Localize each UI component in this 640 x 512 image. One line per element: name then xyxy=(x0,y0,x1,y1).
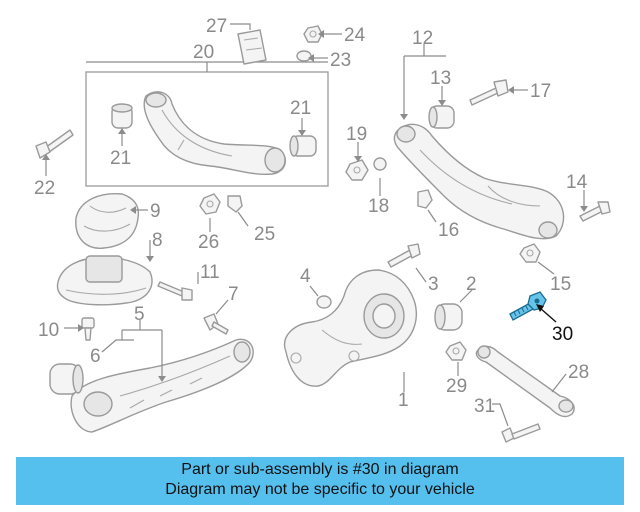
washer-4[interactable] xyxy=(316,295,332,309)
callout-12: 12 xyxy=(412,28,433,49)
bolt-31[interactable] xyxy=(501,423,541,443)
nut-26[interactable] xyxy=(199,193,221,215)
link-28[interactable] xyxy=(475,345,575,418)
nut-16[interactable] xyxy=(417,189,433,209)
callout-2: 2 xyxy=(466,274,477,295)
callout-22: 22 xyxy=(34,178,55,199)
bushing-21-right[interactable] xyxy=(289,135,317,157)
callout-1: 1 xyxy=(398,390,409,411)
callout-14: 14 xyxy=(566,172,588,193)
callout-18: 18 xyxy=(368,196,389,217)
bolt-3[interactable] xyxy=(387,243,421,268)
part-info-banner: Part or sub-assembly is #30 in diagram D… xyxy=(16,457,624,505)
callout-7: 7 xyxy=(228,284,239,305)
callout-16: 16 xyxy=(438,220,459,241)
callout-11: 11 xyxy=(200,262,220,283)
bushing-13[interactable] xyxy=(428,105,455,129)
callout-8: 8 xyxy=(152,230,163,251)
callout-10: 10 xyxy=(38,320,59,341)
nut-29[interactable] xyxy=(445,341,467,361)
bracket-27[interactable] xyxy=(237,29,267,65)
nut-19[interactable] xyxy=(345,159,369,181)
callout-20: 20 xyxy=(193,42,214,63)
bolt-10[interactable] xyxy=(81,317,95,341)
part-info-line-2: Diagram may not be specific to your vehi… xyxy=(165,481,475,498)
upper-control-arm[interactable] xyxy=(143,91,286,176)
callout-29: 29 xyxy=(446,376,467,397)
nut-15[interactable] xyxy=(519,243,541,263)
washer-23[interactable] xyxy=(296,50,312,62)
callout-25: 25 xyxy=(254,224,275,245)
callout-21-left: 21 xyxy=(110,148,131,169)
callout-19: 19 xyxy=(346,124,367,145)
cover-9[interactable] xyxy=(75,193,140,249)
callout-21-right: 21 xyxy=(290,98,311,119)
bolt-14[interactable] xyxy=(579,201,611,222)
callout-28: 28 xyxy=(568,362,589,383)
bushing-6[interactable] xyxy=(49,363,84,395)
knuckle-1[interactable] xyxy=(283,269,418,387)
bolt-22[interactable] xyxy=(35,129,74,159)
clip-25[interactable] xyxy=(227,195,243,213)
washer-18[interactable] xyxy=(373,157,387,171)
parts-diagram: 27 24 23 20 21 21 22 12 13 17 19 18 16 1… xyxy=(34,16,611,443)
bushing-21-left[interactable] xyxy=(111,103,133,129)
callout-6: 6 xyxy=(90,346,101,367)
callout-15: 15 xyxy=(550,274,571,295)
bolt-7[interactable] xyxy=(203,313,229,335)
callout-27: 27 xyxy=(206,16,227,37)
bolt-11[interactable] xyxy=(157,281,193,301)
callout-5: 5 xyxy=(134,304,145,325)
nut-24[interactable] xyxy=(303,25,323,43)
callout-24: 24 xyxy=(344,25,366,46)
callout-30-highlighted: 30 xyxy=(552,324,573,345)
part-info-line-1: Part or sub-assembly is #30 in diagram xyxy=(181,461,459,478)
callout-26: 26 xyxy=(198,232,219,253)
trailing-arm-5[interactable] xyxy=(70,338,254,433)
callout-31: 31 xyxy=(474,396,495,417)
mount-8[interactable] xyxy=(56,255,153,306)
callout-23: 23 xyxy=(330,50,351,71)
lower-control-arm-12[interactable] xyxy=(393,123,565,240)
callout-4: 4 xyxy=(300,266,311,287)
bolt-17[interactable] xyxy=(469,79,509,106)
callout-9: 9 xyxy=(150,201,161,222)
bushing-2[interactable] xyxy=(434,303,463,331)
callout-3: 3 xyxy=(428,274,439,295)
callout-13: 13 xyxy=(430,68,451,89)
callout-17: 17 xyxy=(530,81,551,102)
